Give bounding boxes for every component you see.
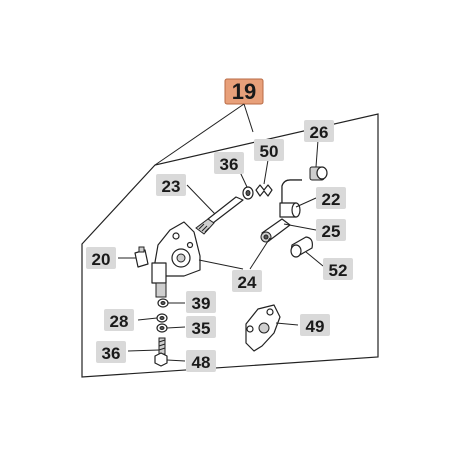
svg-text:25: 25 bbox=[322, 222, 341, 241]
part-48-nut-drawing bbox=[154, 352, 168, 367]
part-28-washer-drawing bbox=[156, 313, 168, 323]
svg-text:39: 39 bbox=[192, 294, 211, 313]
part-badge-23[interactable]: 23 bbox=[156, 174, 186, 196]
leader-28 bbox=[137, 317, 158, 321]
svg-text:52: 52 bbox=[329, 261, 348, 280]
part-badge-24[interactable]: 24 bbox=[232, 270, 262, 292]
part-badge-36-upper[interactable]: 36 bbox=[214, 152, 244, 174]
part-badge-48[interactable]: 48 bbox=[186, 350, 216, 372]
part-26-fitting-drawing bbox=[309, 166, 328, 181]
leader-49 bbox=[275, 322, 299, 326]
leader-24-a bbox=[198, 259, 244, 270]
leader-36b bbox=[127, 349, 160, 352]
part-badge-22[interactable]: 22 bbox=[316, 187, 346, 209]
part-badge-26[interactable]: 26 bbox=[304, 120, 334, 142]
leader-25 bbox=[283, 223, 317, 231]
part-badge-25[interactable]: 25 bbox=[316, 219, 346, 241]
assembly-number-badge[interactable]: 19 bbox=[224, 78, 264, 105]
assembly-frame bbox=[81, 113, 379, 378]
part-badge-50[interactable]: 50 bbox=[254, 139, 284, 161]
part-50-spring-drawing bbox=[255, 184, 273, 197]
svg-text:24: 24 bbox=[238, 273, 257, 292]
svg-text:22: 22 bbox=[322, 190, 341, 209]
leader-52 bbox=[305, 251, 324, 267]
part-badge-36-lower[interactable]: 36 bbox=[96, 341, 126, 363]
part-39-washer-drawing bbox=[157, 298, 169, 308]
leader-23 bbox=[186, 184, 216, 215]
assembly-leader-right bbox=[243, 103, 254, 133]
part-badge-20[interactable]: 20 bbox=[86, 247, 116, 269]
part-badge-39[interactable]: 39 bbox=[186, 291, 216, 313]
part-36-screw-drawing bbox=[158, 337, 166, 355]
part-badge-35[interactable]: 35 bbox=[186, 316, 216, 338]
assembly-leader-left bbox=[154, 103, 245, 166]
leader-22 bbox=[295, 197, 317, 208]
leader-50 bbox=[263, 159, 269, 185]
leader-48 bbox=[166, 359, 186, 362]
svg-text:36: 36 bbox=[220, 155, 239, 174]
part-25-piston-drawing bbox=[260, 218, 291, 243]
part-35-washer-drawing bbox=[156, 323, 168, 333]
part-52-bushing-drawing bbox=[290, 236, 313, 258]
svg-text:28: 28 bbox=[110, 312, 129, 331]
svg-text:23: 23 bbox=[162, 177, 181, 196]
part-24-pump-housing-drawing bbox=[151, 221, 201, 298]
leader-36a bbox=[239, 171, 248, 188]
assembly-number: 19 bbox=[232, 79, 256, 104]
part-badge-49[interactable]: 49 bbox=[300, 314, 330, 336]
svg-text:48: 48 bbox=[192, 353, 211, 372]
svg-text:49: 49 bbox=[306, 317, 325, 336]
part-badge-28[interactable]: 28 bbox=[104, 309, 134, 331]
part-23-worm-shaft-drawing bbox=[195, 196, 244, 235]
leader-24-b bbox=[249, 237, 271, 270]
part-badge-52[interactable]: 52 bbox=[323, 258, 353, 280]
part-36-washer-drawing bbox=[242, 186, 254, 200]
svg-text:36: 36 bbox=[102, 344, 121, 363]
part-49-cover-plate-drawing bbox=[245, 304, 281, 352]
leader-26 bbox=[315, 139, 319, 168]
svg-text:50: 50 bbox=[260, 142, 279, 161]
leader-35 bbox=[166, 326, 186, 329]
svg-text:26: 26 bbox=[310, 123, 329, 142]
part-20-clip-drawing bbox=[134, 246, 149, 268]
svg-text:20: 20 bbox=[92, 250, 111, 269]
svg-text:35: 35 bbox=[192, 319, 211, 338]
part-22-pump-tube-drawing bbox=[279, 179, 302, 218]
